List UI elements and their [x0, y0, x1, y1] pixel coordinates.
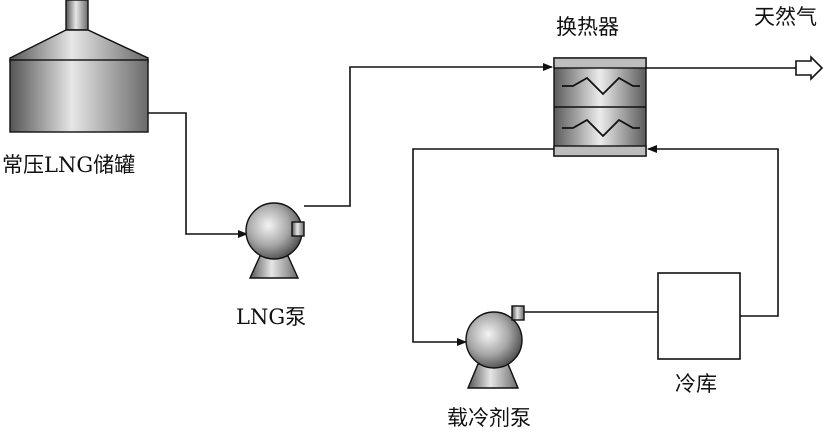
pipe-heat-exchanger-to-refrigerant-pump: [412, 148, 554, 346]
outlet-arrow-icon: [795, 55, 824, 81]
pipe-tank-to-lng-pump: [148, 112, 248, 238]
refrigerant-pump: [465, 305, 525, 389]
natural-gas-label: 天然气: [754, 5, 817, 29]
cold-storage-label: 冷库: [675, 372, 717, 396]
pipe-lng-pump-to-heat-exchanger: [304, 63, 553, 207]
lng-pump-label: LNG泵: [236, 305, 306, 329]
lng-storage-tank: [9, 0, 149, 133]
lng-pump: [245, 202, 305, 279]
tank-label: 常压LNG储罐: [2, 153, 135, 177]
cold-storage: [657, 272, 741, 360]
pipe-cold-storage-to-heat-exchanger: [647, 145, 779, 317]
heat-exchanger-label: 换热器: [556, 15, 619, 39]
heat-exchanger: [553, 57, 647, 157]
refrigerant-pump-label: 载冷剂泵: [447, 406, 531, 430]
